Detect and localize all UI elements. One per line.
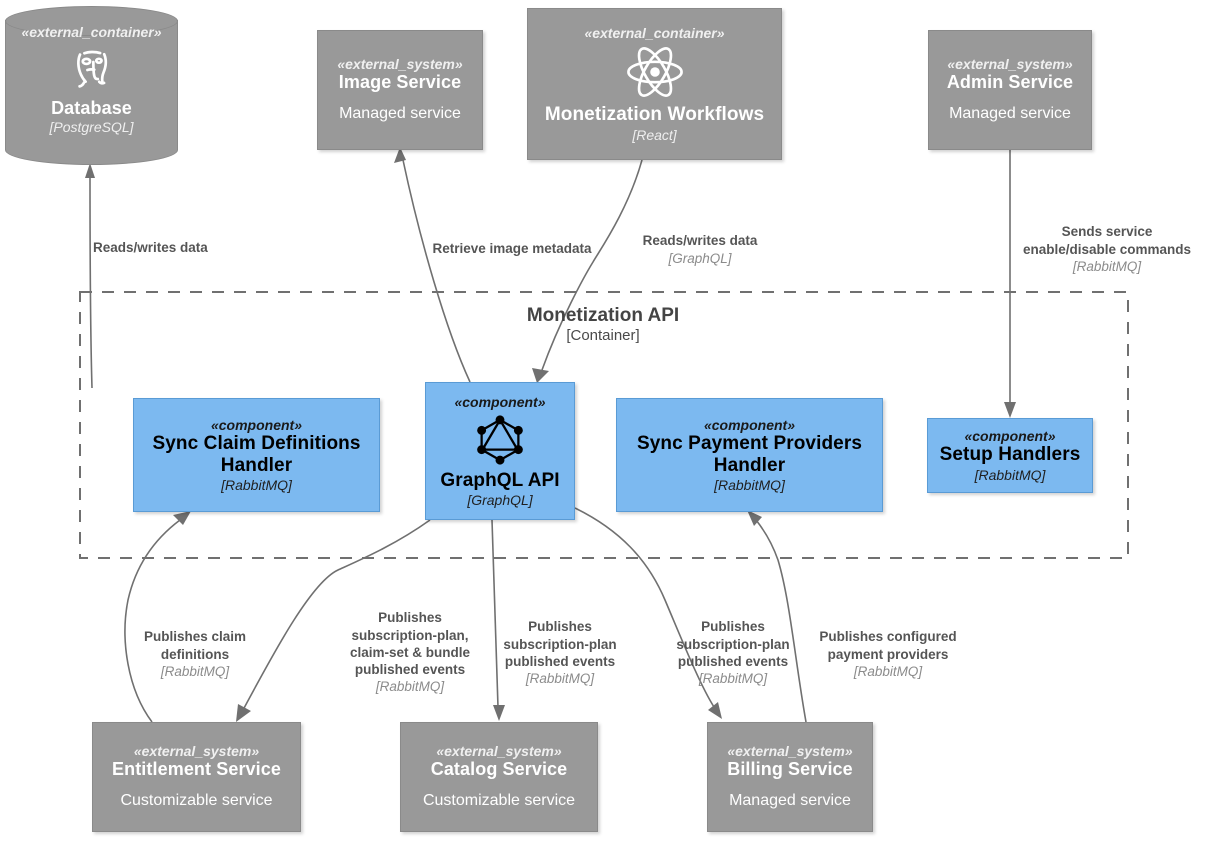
node-entitlement-service[interactable]: «external_system» Entitlement Service Cu… xyxy=(92,722,301,832)
node-image-service-name: Image Service xyxy=(338,72,462,93)
edge-label-graphql-to-catalog-text: Publishes subscription-plan published ev… xyxy=(503,619,617,669)
node-database[interactable]: «external_container» Da xyxy=(5,6,178,165)
edge-label-graphql-to-catalog-tech: [RabbitMQ] xyxy=(525,671,595,687)
boundary-title: Monetization API [Container] xyxy=(443,305,763,344)
node-catalog-service[interactable]: «external_system» Catalog Service Custom… xyxy=(400,722,598,832)
node-admin-service-stereotype: «external_system» xyxy=(947,56,1073,73)
node-catalog-service-name: Catalog Service xyxy=(430,759,568,780)
node-setup-handlers-name: Setup Handlers xyxy=(939,444,1081,466)
node-sync-payment-providers-handler-stereotype: «component» xyxy=(703,416,795,433)
edge-label-admin-to-setup-handlers-text: Sends service enable/disable commands xyxy=(1022,224,1192,257)
cylinder-top xyxy=(5,6,178,36)
edge-label-graphql-to-catalog: Publishes subscription-plan published ev… xyxy=(500,601,620,705)
node-admin-service-desc: Managed service xyxy=(949,105,1071,123)
node-graphql-api[interactable]: «component» xyxy=(425,382,575,520)
edge-label-admin-to-setup-handlers-tech: [RabbitMQ] xyxy=(1072,258,1142,274)
edge-label-graphql-to-billing: Publishes subscription-plan published ev… xyxy=(673,601,793,705)
node-image-service-desc: Managed service xyxy=(339,105,461,123)
node-sync-payment-providers-handler[interactable]: «component» Sync Payment Providers Handl… xyxy=(616,398,883,512)
node-sync-claim-definitions-handler[interactable]: «component» Sync Claim Definitions Handl… xyxy=(133,398,380,512)
edge-label-graphql-to-billing-text: Publishes subscription-plan published ev… xyxy=(676,619,790,669)
edge-graphql-to-database xyxy=(85,163,95,389)
edge-billing-to-sync-payment xyxy=(747,510,807,723)
edge-label-graphql-to-image-service: Retrieve image metadata xyxy=(422,223,602,258)
node-image-service[interactable]: «external_system» Image Service Managed … xyxy=(317,30,483,150)
boundary-title-name: Monetization API xyxy=(526,305,680,326)
node-entitlement-service-name: Entitlement Service xyxy=(112,759,281,780)
postgresql-icon xyxy=(65,42,119,96)
react-icon xyxy=(624,44,686,100)
node-billing-service-name: Billing Service xyxy=(727,759,853,780)
node-sync-payment-providers-handler-tech: [RabbitMQ] xyxy=(714,477,785,494)
node-database-tech: [PostgreSQL] xyxy=(49,119,134,135)
node-graphql-api-name: GraphQL API xyxy=(440,469,560,491)
node-billing-service-desc: Managed service xyxy=(729,792,851,810)
node-database-stereotype: «external_container» xyxy=(21,24,162,40)
edge-label-graphql-to-entitlement: Publishes subscription-plan, claim-set &… xyxy=(338,592,482,713)
node-billing-service[interactable]: «external_system» Billing Service Manage… xyxy=(707,722,873,832)
node-admin-service-name: Admin Service xyxy=(946,72,1074,93)
node-sync-payment-providers-handler-name: Sync Payment Providers Handler xyxy=(636,432,863,476)
graphql-icon xyxy=(472,412,528,468)
edge-graphql-to-entitlement xyxy=(236,519,431,722)
edge-label-entitlement-to-sync-claim-tech: [RabbitMQ] xyxy=(160,663,230,679)
node-catalog-service-desc: Customizable service xyxy=(422,792,576,810)
node-setup-handlers-stereotype: «component» xyxy=(964,428,1056,445)
edge-workflows-to-graphql xyxy=(532,159,643,383)
edge-label-billing-to-sync-payment-tech: [RabbitMQ] xyxy=(853,663,923,679)
node-setup-handlers[interactable]: «component» Setup Handlers [RabbitMQ] xyxy=(927,418,1093,493)
boundary-title-tech: [Container] xyxy=(566,327,640,344)
node-monetization-workflows-stereotype: «external_container» xyxy=(584,25,725,42)
node-graphql-api-tech: [GraphQL] xyxy=(467,492,533,509)
node-setup-handlers-tech: [RabbitMQ] xyxy=(974,466,1046,483)
edge-label-graphql-to-image-service-text: Retrieve image metadata xyxy=(432,241,592,257)
monetization-api-boundary xyxy=(79,291,1129,559)
edge-graphql-to-catalog xyxy=(491,519,505,721)
edge-label-graphql-to-entitlement-text: Publishes subscription-plan, claim-set &… xyxy=(349,610,471,678)
node-graphql-api-stereotype: «component» xyxy=(454,393,546,410)
edge-label-workflows-to-graphql-tech: [GraphQL] xyxy=(668,250,732,266)
edge-label-entitlement-to-sync-claim-text: Publishes claim definitions xyxy=(143,629,247,662)
node-monetization-workflows[interactable]: «external_container» Monetization Workfl… xyxy=(527,8,782,160)
edge-label-billing-to-sync-payment: Publishes configured payment providers [… xyxy=(812,611,964,697)
edge-graphql-to-billing xyxy=(574,507,722,719)
node-sync-claim-definitions-handler-name: Sync Claim Definitions Handler xyxy=(152,432,361,476)
node-admin-service[interactable]: «external_system» Admin Service Managed … xyxy=(928,30,1092,150)
node-catalog-service-stereotype: «external_system» xyxy=(436,743,562,760)
node-billing-service-stereotype: «external_system» xyxy=(727,743,853,760)
edge-label-graphql-to-billing-tech: [RabbitMQ] xyxy=(698,671,768,687)
node-sync-claim-definitions-handler-tech: [RabbitMQ] xyxy=(221,477,292,494)
node-entitlement-service-desc: Customizable service xyxy=(120,792,273,810)
edge-entitlement-to-sync-claim xyxy=(124,511,191,723)
node-database-name: Database xyxy=(51,98,132,118)
edge-label-workflows-to-graphql-text: Reads/writes data xyxy=(642,233,758,249)
edge-label-entitlement-to-sync-claim: Publishes claim definitions [RabbitMQ] xyxy=(135,611,255,697)
node-image-service-stereotype: «external_system» xyxy=(337,56,463,73)
node-monetization-workflows-name: Monetization Workflows xyxy=(544,104,765,126)
edge-label-graphql-to-database: Reads/writes data xyxy=(93,222,273,257)
edge-label-graphql-to-entitlement-tech: [RabbitMQ] xyxy=(375,679,445,695)
edge-label-billing-to-sync-payment-text: Publishes configured payment providers xyxy=(819,629,957,662)
edge-label-graphql-to-database-text: Reads/writes data xyxy=(93,240,208,256)
node-sync-claim-definitions-handler-stereotype: «component» xyxy=(210,416,302,433)
cylinder-body xyxy=(5,20,178,150)
node-entitlement-service-stereotype: «external_system» xyxy=(133,743,260,760)
node-monetization-workflows-tech: [React] xyxy=(632,126,677,143)
edge-admin-to-setup-handlers xyxy=(1004,150,1016,418)
edge-graphql-to-image-service xyxy=(394,147,471,383)
edge-label-admin-to-setup-handlers: Sends service enable/disable commands [R… xyxy=(1012,206,1202,292)
edge-label-workflows-to-graphql: Reads/writes data [GraphQL] xyxy=(633,215,767,284)
